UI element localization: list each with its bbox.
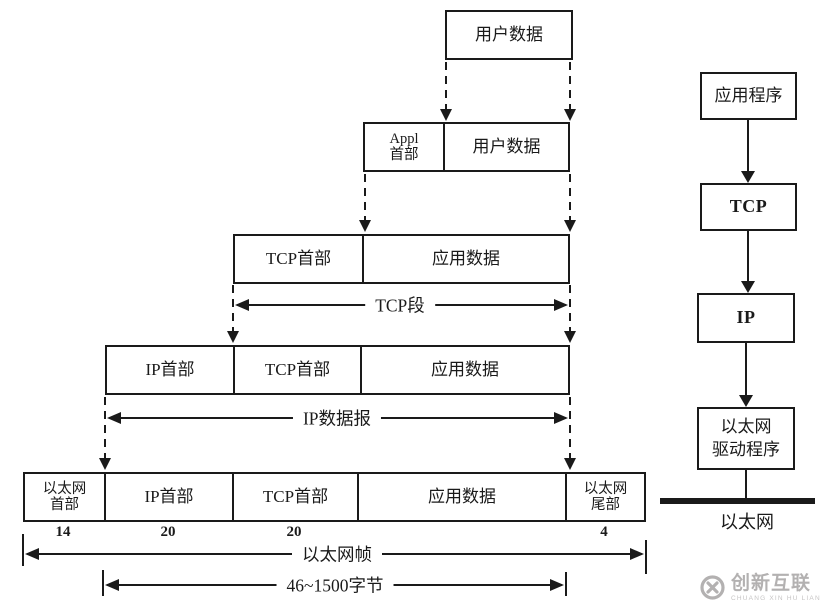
eth-header-line2: 首部 xyxy=(50,497,79,513)
application-label: 应用程序 xyxy=(714,85,783,105)
encapsulation-row-application: Appl 首部 用户数据 xyxy=(363,122,570,172)
encapsulation-row-ip: IP首部 TCP首部 应用数据 xyxy=(105,345,570,395)
tcp-label: TCP xyxy=(729,196,768,217)
size-ip-header: 20 xyxy=(160,524,176,540)
tcp-header-cell: TCP首部 xyxy=(234,474,359,520)
appl-header-line1: Appl xyxy=(389,130,419,147)
driver-line2: 驱动程序 xyxy=(712,439,780,459)
app-data-cell: 应用数据 xyxy=(359,474,567,520)
tcp-header-cell: TCP首部 xyxy=(235,236,364,282)
app-data-label: 应用数据 xyxy=(432,249,500,269)
encapsulation-row-tcp: TCP首部 应用数据 xyxy=(233,234,570,284)
measure-ethernet-frame: 以太网帧 xyxy=(292,541,382,567)
eth-header-line1: 以太网 xyxy=(42,480,87,497)
ip-label: IP xyxy=(736,307,756,328)
ethernet-label: 以太网 xyxy=(720,512,774,532)
app-data-cell: 应用数据 xyxy=(364,236,568,282)
ip-header-label: IP首部 xyxy=(144,487,194,507)
eth-trailer-line1: 以太网 xyxy=(583,480,628,497)
watermark-brand: 创新互联 xyxy=(731,573,812,594)
driver-line1: 以太网 xyxy=(720,417,772,437)
watermark-caption: CHUANG XIN HU LIAN xyxy=(731,595,821,602)
protocol-box-application: 应用程序 xyxy=(700,72,797,120)
app-data-label: 应用数据 xyxy=(428,487,496,507)
measure-tcp-segment: TCP段 xyxy=(365,292,435,318)
user-data-label: 用户数据 xyxy=(475,25,543,45)
measure-ip-datagram: IP数据报 xyxy=(292,405,382,431)
protocol-box-ethernet-driver: 以太网 驱动程序 xyxy=(697,407,795,470)
size-eth-header: 14 xyxy=(55,524,71,540)
tcp-header-cell: TCP首部 xyxy=(235,347,362,393)
encapsulation-row-ethernet: 以太网 首部 IP首部 TCP首部 应用数据 以太网 尾部 xyxy=(23,472,646,522)
appl-header-line2: 首部 xyxy=(389,147,419,163)
encapsulation-row-user-data: 用户数据 xyxy=(445,10,573,60)
size-tcp-header: 20 xyxy=(286,524,302,540)
measure-frame-payload: 46~1500字节 xyxy=(276,572,394,598)
protocol-box-ip: IP xyxy=(697,293,795,343)
user-data-cell: 用户数据 xyxy=(445,124,568,170)
eth-trailer-line2: 尾部 xyxy=(591,497,620,513)
app-data-cell: 应用数据 xyxy=(362,347,568,393)
eth-header-cell: 以太网 首部 xyxy=(25,474,106,520)
tcp-header-label: TCP首部 xyxy=(262,487,329,507)
watermark: 创新互联 CHUANG XIN HU LIAN xyxy=(699,574,821,602)
eth-trailer-cell: 以太网 尾部 xyxy=(567,474,644,520)
ip-header-cell: IP首部 xyxy=(106,474,234,520)
user-data-cell: 用户数据 xyxy=(447,12,571,58)
chuangxin-logo-icon xyxy=(700,575,725,600)
appl-header-cell: Appl 首部 xyxy=(365,124,445,170)
size-eth-trailer: 4 xyxy=(600,524,608,540)
tcp-header-label: TCP首部 xyxy=(265,249,332,269)
user-data-label: 用户数据 xyxy=(472,137,541,157)
protocol-box-tcp: TCP xyxy=(700,183,797,231)
ip-header-cell: IP首部 xyxy=(107,347,235,393)
tcp-header-label: TCP首部 xyxy=(264,360,331,380)
ip-header-label: IP首部 xyxy=(145,360,195,380)
app-data-label: 应用数据 xyxy=(431,360,499,380)
watermark-text: 创新互联 CHUANG XIN HU LIAN xyxy=(731,574,821,602)
